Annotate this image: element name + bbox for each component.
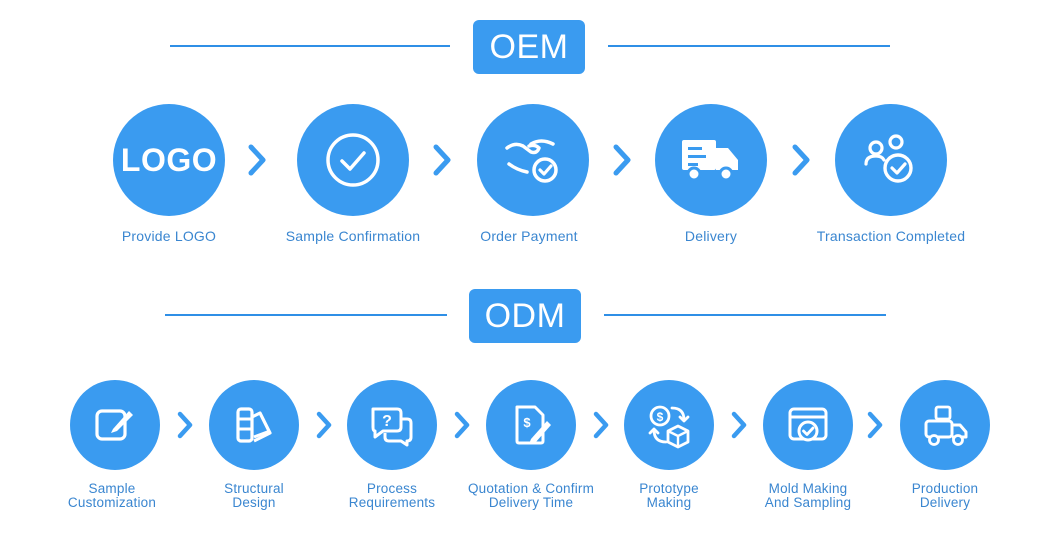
odm-step-quotation: $ xyxy=(486,380,576,470)
oem-step-delivery xyxy=(655,104,767,216)
odm-step-label: Production Delivery xyxy=(911,481,979,510)
chevron-right-icon xyxy=(867,411,883,439)
odm-step-mold-making xyxy=(763,380,853,470)
oem-step-label: Sample Confirmation xyxy=(285,228,421,244)
oem-step-label: Delivery xyxy=(684,228,738,244)
prototype-cycle-icon: $ xyxy=(648,405,690,449)
oem-badge: OEM xyxy=(473,20,585,74)
chevron-right-icon xyxy=(454,411,470,439)
oem-step-provide-logo: LOGO xyxy=(113,104,225,216)
delivery-truck-icon xyxy=(924,405,968,446)
odm-step-production-delivery xyxy=(900,380,990,470)
odm-step-label: Sample Customization xyxy=(67,481,157,510)
check-circle-icon xyxy=(326,133,380,187)
oem-step-sample-confirmation xyxy=(297,104,409,216)
odm-step-structural-design xyxy=(209,380,299,470)
chevron-right-icon xyxy=(593,411,609,439)
swatch-design-icon xyxy=(236,407,272,443)
chevron-right-icon xyxy=(316,411,332,439)
chevron-right-icon xyxy=(792,144,810,176)
odm-step-prototype-making: $ xyxy=(624,380,714,470)
oem-step-transaction-completed xyxy=(835,104,947,216)
odm-step-label: Quotation & Confirm Delivery Time xyxy=(467,481,595,510)
oem-header-line-right xyxy=(608,45,890,47)
question-chat-icon: ? xyxy=(371,407,413,447)
odm-header-line-right xyxy=(604,314,886,316)
svg-text:$: $ xyxy=(657,410,664,424)
svg-text:$: $ xyxy=(523,415,531,430)
users-check-icon xyxy=(864,134,913,183)
edit-square-icon xyxy=(95,409,133,441)
odm-step-label: Prototype Making xyxy=(639,481,699,510)
chevron-right-icon xyxy=(731,411,747,439)
oem-step-label: Provide LOGO xyxy=(121,228,217,244)
oem-step-label: Order Payment xyxy=(480,228,578,244)
odm-step-process-requirements: ? xyxy=(347,380,437,470)
odm-step-label: Process Requirements xyxy=(348,481,436,510)
oem-step-label: Transaction Completed xyxy=(816,228,966,244)
svg-text:?: ? xyxy=(382,413,392,430)
chevron-right-icon xyxy=(613,144,631,176)
odm-step-sample-customization xyxy=(70,380,160,470)
oem-header-line-left xyxy=(170,45,450,47)
chevron-right-icon xyxy=(248,144,266,176)
box-check-icon xyxy=(788,407,828,442)
logo-text-icon: LOGO xyxy=(120,141,218,178)
odm-step-label: Mold Making And Sampling xyxy=(764,481,852,510)
handshake-check-icon xyxy=(505,139,558,183)
oem-step-order-payment xyxy=(477,104,589,216)
odm-badge: ODM xyxy=(469,289,581,343)
odm-step-label: Structural Design xyxy=(224,481,284,510)
chevron-right-icon xyxy=(433,144,451,176)
odm-header-line-left xyxy=(165,314,447,316)
chevron-right-icon xyxy=(177,411,193,439)
truck-icon xyxy=(682,140,738,182)
document-pen-icon: $ xyxy=(515,405,551,445)
